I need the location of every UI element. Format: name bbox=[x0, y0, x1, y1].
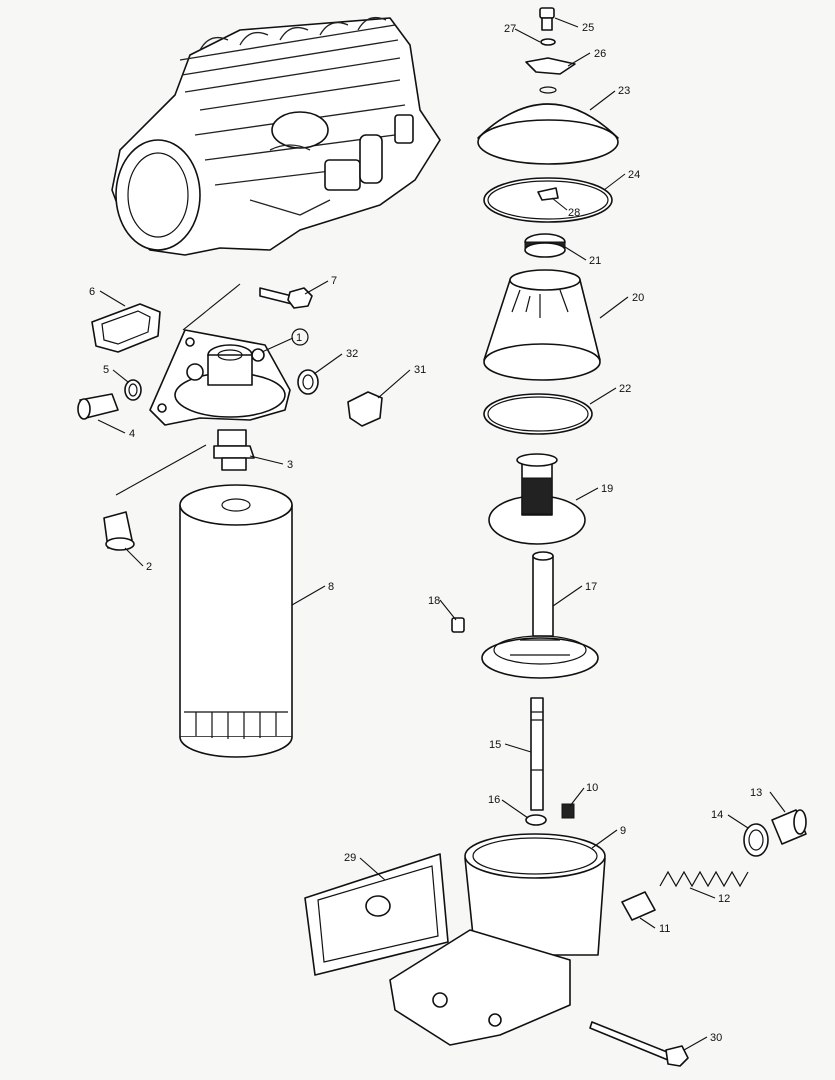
callout-19: 19 bbox=[601, 483, 613, 495]
callout-8: 8 bbox=[328, 581, 334, 593]
clip-28 bbox=[537, 187, 559, 201]
shaft-15 bbox=[530, 697, 544, 811]
callout-5: 5 bbox=[103, 364, 109, 376]
washer-16 bbox=[525, 814, 547, 826]
callout-28: 28 bbox=[568, 207, 580, 219]
washer-27 bbox=[540, 38, 556, 46]
leader-lines bbox=[97, 17, 786, 1051]
callout-3: 3 bbox=[287, 459, 293, 471]
callout-23: 23 bbox=[618, 85, 630, 97]
washer-32 bbox=[297, 369, 319, 395]
callout-17: 17 bbox=[585, 581, 597, 593]
callout-27: 27 bbox=[504, 23, 516, 35]
callout-20: 20 bbox=[632, 292, 644, 304]
housing-base bbox=[389, 929, 571, 1046]
callout-15: 15 bbox=[489, 739, 501, 751]
nipple-3 bbox=[213, 429, 255, 471]
cover-23 bbox=[477, 86, 619, 165]
piston-11 bbox=[621, 891, 656, 921]
callout-6: 6 bbox=[89, 286, 95, 298]
gasket-6 bbox=[91, 303, 161, 353]
seal-5 bbox=[124, 379, 142, 401]
seal-14 bbox=[743, 823, 769, 857]
bolt-25 bbox=[539, 7, 555, 31]
callout-4: 4 bbox=[129, 428, 135, 440]
callout-32: 32 bbox=[346, 348, 358, 360]
engine-illustration bbox=[111, 16, 441, 256]
nut-21 bbox=[524, 233, 566, 258]
callout-2: 2 bbox=[146, 561, 152, 573]
gasket-29 bbox=[304, 853, 449, 976]
rotor-cover-20 bbox=[483, 269, 601, 381]
callout-25: 25 bbox=[582, 22, 594, 34]
filter-element-8 bbox=[179, 484, 293, 758]
bracket-26 bbox=[525, 57, 576, 75]
nozzle-18 bbox=[451, 617, 465, 633]
callout-10: 10 bbox=[586, 782, 598, 794]
rotor-19 bbox=[488, 453, 586, 545]
callout-12: 12 bbox=[718, 893, 730, 905]
callout-11: 11 bbox=[659, 923, 670, 935]
o-ring-22 bbox=[483, 393, 593, 435]
callout-14: 14 bbox=[711, 809, 723, 821]
plug-31 bbox=[347, 391, 383, 427]
bolt-30 bbox=[589, 1021, 689, 1067]
callout-9: 9 bbox=[620, 825, 626, 837]
callout-13: 13 bbox=[750, 787, 762, 799]
callout-30: 30 bbox=[710, 1032, 722, 1044]
screw-10 bbox=[561, 803, 575, 819]
centrifuge-housing-9 bbox=[464, 833, 606, 956]
spindle-17 bbox=[481, 551, 599, 679]
callout-26: 26 bbox=[594, 48, 606, 60]
callout-22: 22 bbox=[619, 383, 631, 395]
callout-1: 1 bbox=[296, 332, 302, 344]
plug-13 bbox=[771, 809, 807, 845]
callout-31: 31 bbox=[414, 364, 426, 376]
callout-circle-1 bbox=[291, 328, 309, 346]
plug-2 bbox=[103, 511, 135, 551]
callout-18: 18 bbox=[428, 595, 440, 607]
callout-7: 7 bbox=[331, 275, 337, 287]
callout-labels: 1 2 3 4 5 6 7 8 9 10 11 12 13 14 15 16 1… bbox=[89, 22, 762, 1044]
callout-21: 21 bbox=[589, 255, 601, 267]
callout-24: 24 bbox=[628, 169, 640, 181]
callout-29: 29 bbox=[344, 852, 356, 864]
plug-4 bbox=[77, 393, 119, 420]
callout-16: 16 bbox=[488, 794, 500, 806]
spring-12 bbox=[659, 870, 749, 888]
bolt-7 bbox=[259, 287, 313, 309]
filter-head-1 bbox=[149, 329, 291, 426]
